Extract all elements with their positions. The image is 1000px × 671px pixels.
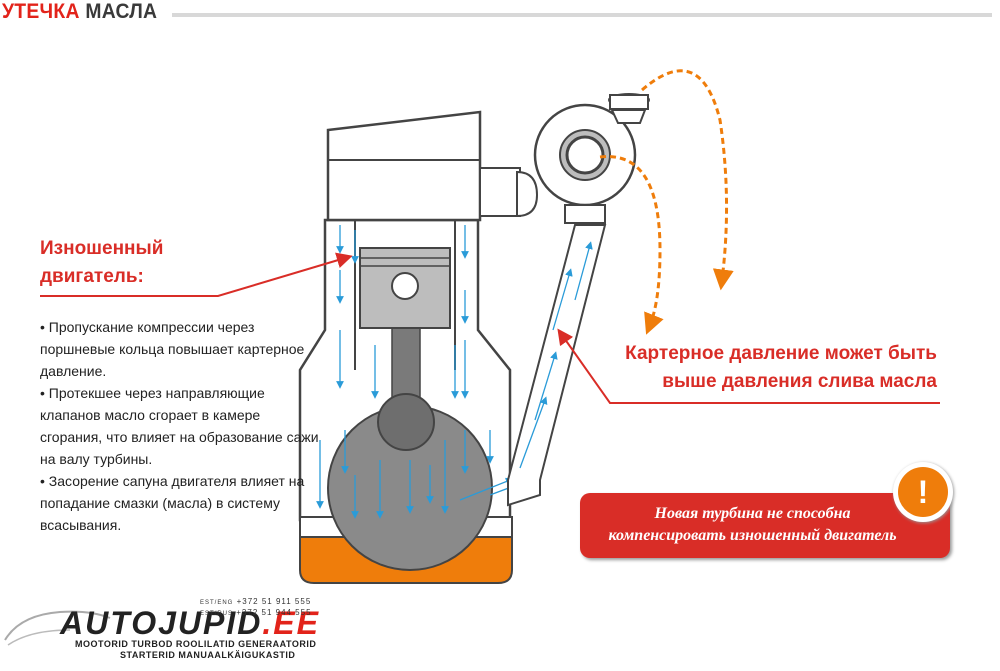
blow-by-arrows	[316, 225, 534, 519]
pressure-callout: Картерное давление может быть выше давле…	[625, 340, 937, 396]
engine-heading-line1: Изношенный	[40, 238, 164, 259]
engine-heading-line2: двигатель:	[40, 266, 144, 287]
phone-eng-label: EST/ENG	[200, 600, 234, 606]
bullet-item: • Засорение сапуна двигателя влияет на п…	[40, 473, 305, 533]
phone-eng: EST/ENG +372 51 911 555	[200, 597, 311, 606]
warning-line2: компенсировать изношенный двигатель	[608, 527, 897, 544]
page-title: УТЕЧКА МАСЛА	[2, 0, 157, 24]
cylinder-head	[326, 110, 482, 222]
brand-name: AUTOJUPID	[60, 605, 263, 641]
engine-heading: Изношенный двигатель:	[40, 235, 163, 291]
logo-tagline-1: MOOTORID TURBOD ROOLILATID GENERAATORID	[75, 639, 317, 649]
title-dark: МАСЛА	[85, 0, 158, 23]
bullet-item: • Пропускание компрессии через поршневые…	[40, 319, 305, 379]
phone-eng-number: +372 51 911 555	[236, 597, 312, 606]
breather-pipe	[507, 224, 607, 507]
engine-bullet-list: • Пропускание компрессии через поршневые…	[40, 316, 320, 536]
warning-text: Новая турбина не способна компенсировать…	[580, 503, 925, 547]
brand-suffix: .EE	[262, 605, 320, 641]
warning-line1: Новая турбина не способна	[654, 505, 851, 522]
pressure-line1: Картерное давление может быть	[625, 343, 937, 364]
phone-rus: EST/RUS +372 51 944 555	[200, 608, 312, 617]
car-outline-logo-icon	[4, 610, 111, 646]
bullet-item: • Протекшее через направляющие клапанов …	[40, 385, 319, 467]
warning-box: Новая турбина не способна компенсировать…	[580, 493, 950, 558]
header-decoration	[172, 13, 992, 17]
logo-tagline-2: STARTERID MANUAALKÄIGUKASTID	[120, 650, 296, 660]
phone-rus-label: EST/RUS	[200, 611, 234, 617]
brand-logo: AUTOJUPID.EE	[60, 605, 320, 642]
exclamation-glyph: !	[898, 467, 948, 517]
phone-rus-number: +372 51 944 555	[236, 608, 312, 617]
pressure-line2: выше давления слива масла	[662, 371, 937, 392]
title-red: УТЕЧКА	[2, 0, 80, 23]
exclamation-icon: !	[893, 462, 953, 522]
